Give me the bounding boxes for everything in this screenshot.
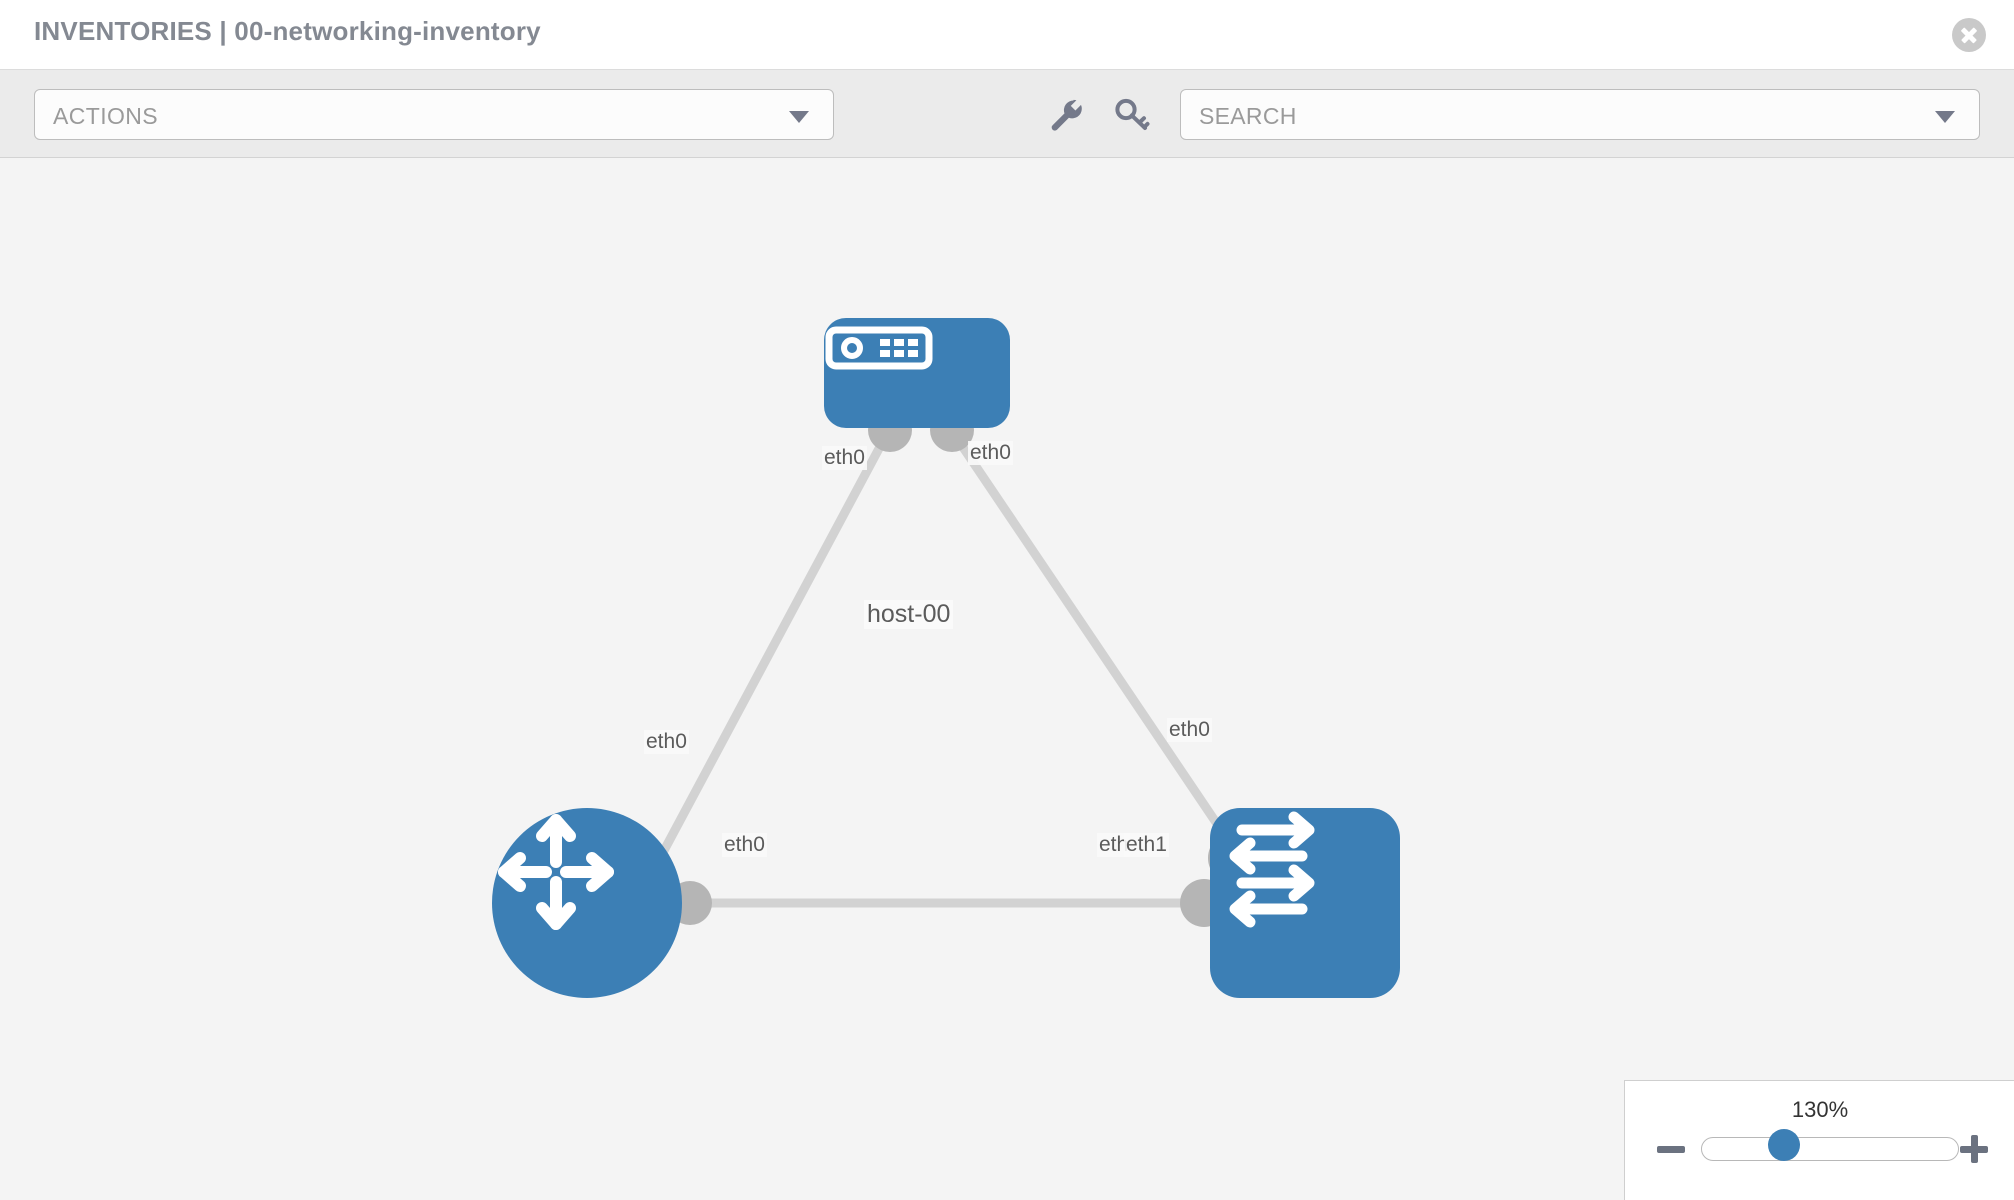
search-input-placeholder: SEARCH [1199,103,1297,129]
node-router-00-shape [492,808,682,998]
interface-label-switch-up: eth0 [1167,718,1212,742]
page-header: INVENTORIES | 00-networking-inventory [0,0,2014,70]
node-router-00[interactable]: router-00 [492,808,682,998]
key-icon[interactable] [1113,96,1151,134]
zoom-control-panel: 130% [1624,1080,2014,1200]
interface-label-switch-left: eth1 [1124,833,1169,857]
zoom-level-value: 130% [1791,1097,1849,1122]
edge-host-switch [946,425,1244,861]
chevron-down-icon[interactable] [1935,111,1955,123]
actions-dropdown[interactable]: ACTIONS [34,89,834,140]
toolbar: ACTIONS SEARCH [0,70,2014,158]
node-switch-00-shape [1210,808,1400,998]
interface-label-router-up: eth0 [644,730,689,754]
zoom-slider-thumb[interactable] [1768,1129,1800,1161]
topology-edges [656,408,1260,927]
server-icon [825,326,933,370]
minus-icon [1657,1146,1685,1153]
search-input[interactable]: SEARCH [1180,89,1980,140]
chevron-down-icon [789,111,809,123]
topology-canvas[interactable]: host-00 router-00 [0,158,2014,1200]
zoom-slider[interactable] [1701,1137,1959,1161]
page-title: INVENTORIES | 00-networking-inventory [34,16,541,46]
actions-dropdown-label: ACTIONS [53,103,159,129]
interface-label-router-right: eth0 [722,833,767,857]
plus-icon-vertical [1971,1135,1978,1163]
close-icon[interactable] [1952,18,1986,52]
wrench-icon[interactable] [1046,96,1084,134]
edge-host-router [656,425,894,861]
zoom-in-button[interactable] [1958,1133,1990,1165]
switch-arrows-icon [1229,811,1315,928]
interface-label-host-left: eth0 [822,446,867,470]
node-host-00[interactable]: host-00 [824,318,1010,629]
zoom-out-button[interactable] [1655,1133,1687,1165]
router-arrows-icon [498,814,614,930]
node-host-00-shape [824,318,1010,428]
node-host-00-label: host-00 [864,600,954,629]
interface-label-host-right: eth0 [968,441,1013,465]
node-switch-00[interactable]: switch-00 [1210,808,1400,998]
